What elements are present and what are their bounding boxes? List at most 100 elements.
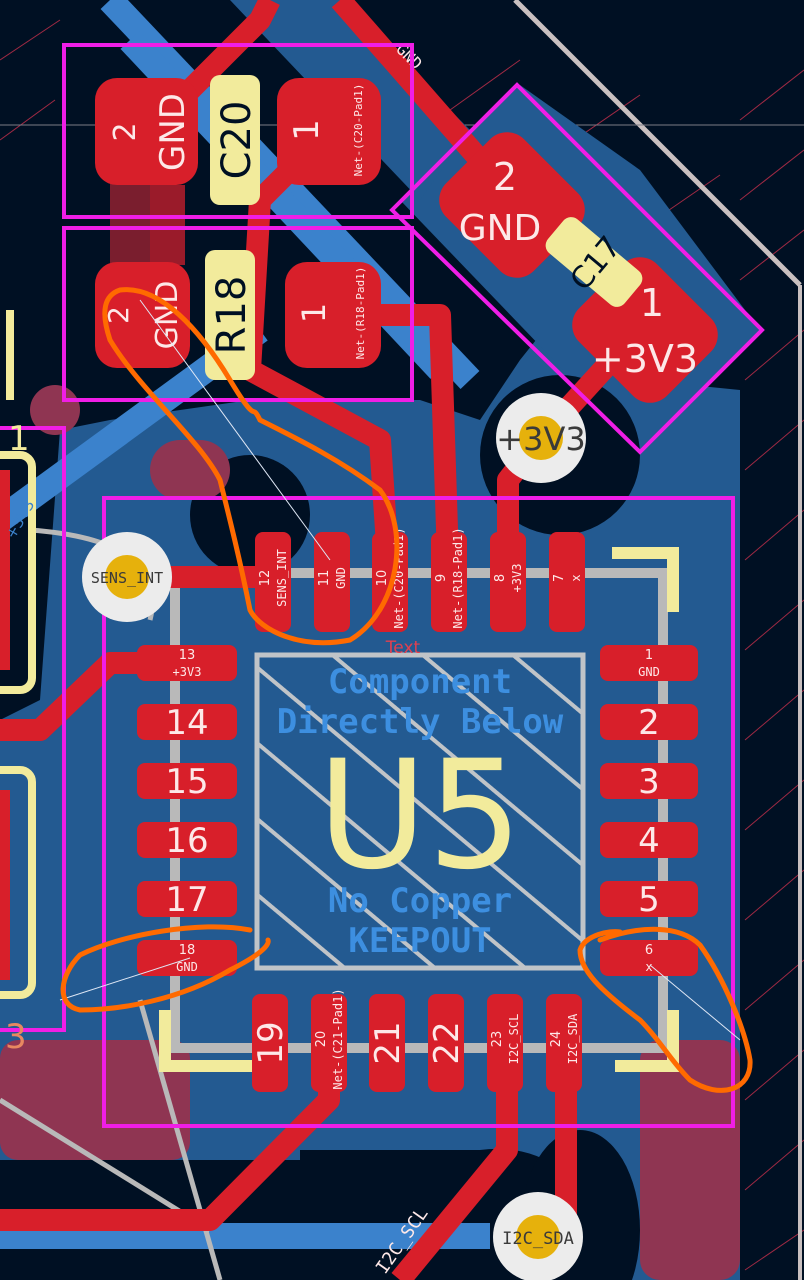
- c17-pad-1-net: +3V3: [592, 337, 698, 381]
- u5-pad[interactable]: [431, 532, 467, 632]
- u5-pad[interactable]: [600, 940, 698, 976]
- pin-net: GND: [176, 960, 198, 974]
- c20-courtyard: [62, 43, 414, 219]
- component-r18[interactable]: R18 2 GND 1 Net-(R18-Pad1): [95, 250, 381, 380]
- u5-pad[interactable]: [600, 881, 698, 917]
- pin-number: 13: [179, 648, 196, 663]
- via-sens-int-label: SENS_INT: [91, 569, 163, 587]
- c20-pad-2-net: GND: [153, 93, 193, 171]
- u5-pad[interactable]: [546, 994, 582, 1092]
- pin-number: 19: [251, 1021, 291, 1064]
- via-hole: [105, 555, 149, 599]
- pin-net: SENS_INT: [275, 549, 289, 607]
- u5-pin-17[interactable]: 17: [137, 880, 237, 920]
- pin-net: +3V3: [510, 564, 524, 593]
- r18-pad-1-num: 1: [295, 303, 333, 323]
- u5-pin-3[interactable]: 3: [600, 762, 698, 802]
- via-sens-int[interactable]: SENS_INT: [82, 532, 172, 622]
- u5-keepout-area: [254, 652, 586, 971]
- u5-pad[interactable]: [137, 763, 237, 799]
- u5-pad[interactable]: [314, 532, 350, 632]
- u5-pad[interactable]: [137, 881, 237, 917]
- u5-fab-outline: [170, 568, 668, 1053]
- u5-keepout-text: Component Directly Below No Copper KEEPO…: [277, 662, 564, 961]
- component-u5[interactable]: Component Directly Below No Copper KEEPO…: [137, 527, 698, 1092]
- pin-number: 18: [179, 943, 196, 958]
- u5-pin-16[interactable]: 16: [137, 821, 237, 861]
- u5-pad[interactable]: [600, 822, 698, 858]
- u5-pin-5[interactable]: 5: [600, 880, 698, 920]
- pin-number: 24: [549, 1031, 564, 1048]
- u5-pin-6[interactable]: 6x: [600, 940, 698, 976]
- keepout-line-1: Component: [328, 662, 512, 702]
- component-c20[interactable]: C20 2 GND 1 Net-(C20-Pad1): [95, 75, 381, 205]
- via-hole: [519, 416, 563, 460]
- r18-pad-1-net: Net-(R18-Pad1): [354, 267, 367, 360]
- pin-number: 21: [368, 1021, 408, 1064]
- pin-net: I2C_SCL: [507, 1014, 521, 1065]
- via-i2c-sda[interactable]: I2C_SDA: [493, 1192, 583, 1280]
- pin-net: Net-(R18-Pad1): [451, 527, 465, 628]
- pin-net: GND: [638, 665, 660, 679]
- u5-pad[interactable]: [428, 994, 464, 1092]
- c20-pad-1-num: 1: [287, 119, 327, 141]
- u5-pad[interactable]: [311, 994, 347, 1092]
- c20-ref: C20: [214, 101, 260, 180]
- via-3v3[interactable]: +3V3: [496, 393, 586, 483]
- c20-pad-1-net: Net-(C20-Pad1): [352, 84, 365, 177]
- pin-number: 1: [645, 648, 653, 663]
- u5-pad[interactable]: [137, 645, 237, 681]
- u5-pad[interactable]: [549, 532, 585, 632]
- u5-pad[interactable]: [255, 532, 291, 632]
- u5-pad[interactable]: [600, 645, 698, 681]
- annotation-marks: [60, 287, 753, 1093]
- c20-pad-2[interactable]: [95, 78, 198, 185]
- u5-pad[interactable]: [600, 763, 698, 799]
- u5-pad[interactable]: [369, 994, 405, 1092]
- u5-silk-corners: [159, 547, 679, 1072]
- left-pad: [0, 470, 10, 670]
- pin-number: 17: [165, 880, 208, 920]
- c17-pad-2-net: GND: [459, 208, 542, 249]
- pin-number: 12: [258, 570, 273, 587]
- u5-pin-22[interactable]: 22: [427, 994, 467, 1092]
- u5-pin-13[interactable]: 13 +3V3: [137, 645, 237, 681]
- u5-pad[interactable]: [490, 532, 526, 632]
- u5-pin-19[interactable]: 19: [251, 994, 291, 1092]
- r18-pad-1[interactable]: [285, 262, 381, 368]
- u5-pin-2[interactable]: 2: [600, 703, 698, 743]
- u5-pin-4[interactable]: 4: [600, 821, 698, 861]
- c17-pad-2-num: 2: [493, 155, 517, 199]
- u5-user-text: Text: [385, 638, 421, 658]
- u5-pin-15[interactable]: 15: [137, 762, 237, 802]
- c20-silk-body: [210, 75, 260, 205]
- via-hole: [516, 1215, 560, 1259]
- u5-pad[interactable]: [252, 994, 288, 1092]
- u5-pad[interactable]: [137, 822, 237, 858]
- u5-pin-14[interactable]: 14: [137, 703, 237, 743]
- u5-pad[interactable]: [137, 704, 237, 740]
- u5-pin-8[interactable]: 8+3V3: [490, 532, 526, 632]
- pin-number: 14: [165, 703, 208, 743]
- pin-net: +3V3: [173, 665, 202, 679]
- u5-pin-21[interactable]: 21: [368, 994, 408, 1092]
- pin-number: 8: [493, 574, 508, 582]
- keepout-line-2: Directly Below: [277, 702, 564, 742]
- u5-pad[interactable]: [600, 704, 698, 740]
- c20-pad-1[interactable]: [277, 78, 381, 185]
- u5-pad[interactable]: [487, 994, 523, 1092]
- component-c17[interactable]: C17 2 GND 1 +3V3: [429, 122, 727, 412]
- c17-courtyard: [389, 82, 765, 455]
- pin-number: 9: [434, 574, 449, 582]
